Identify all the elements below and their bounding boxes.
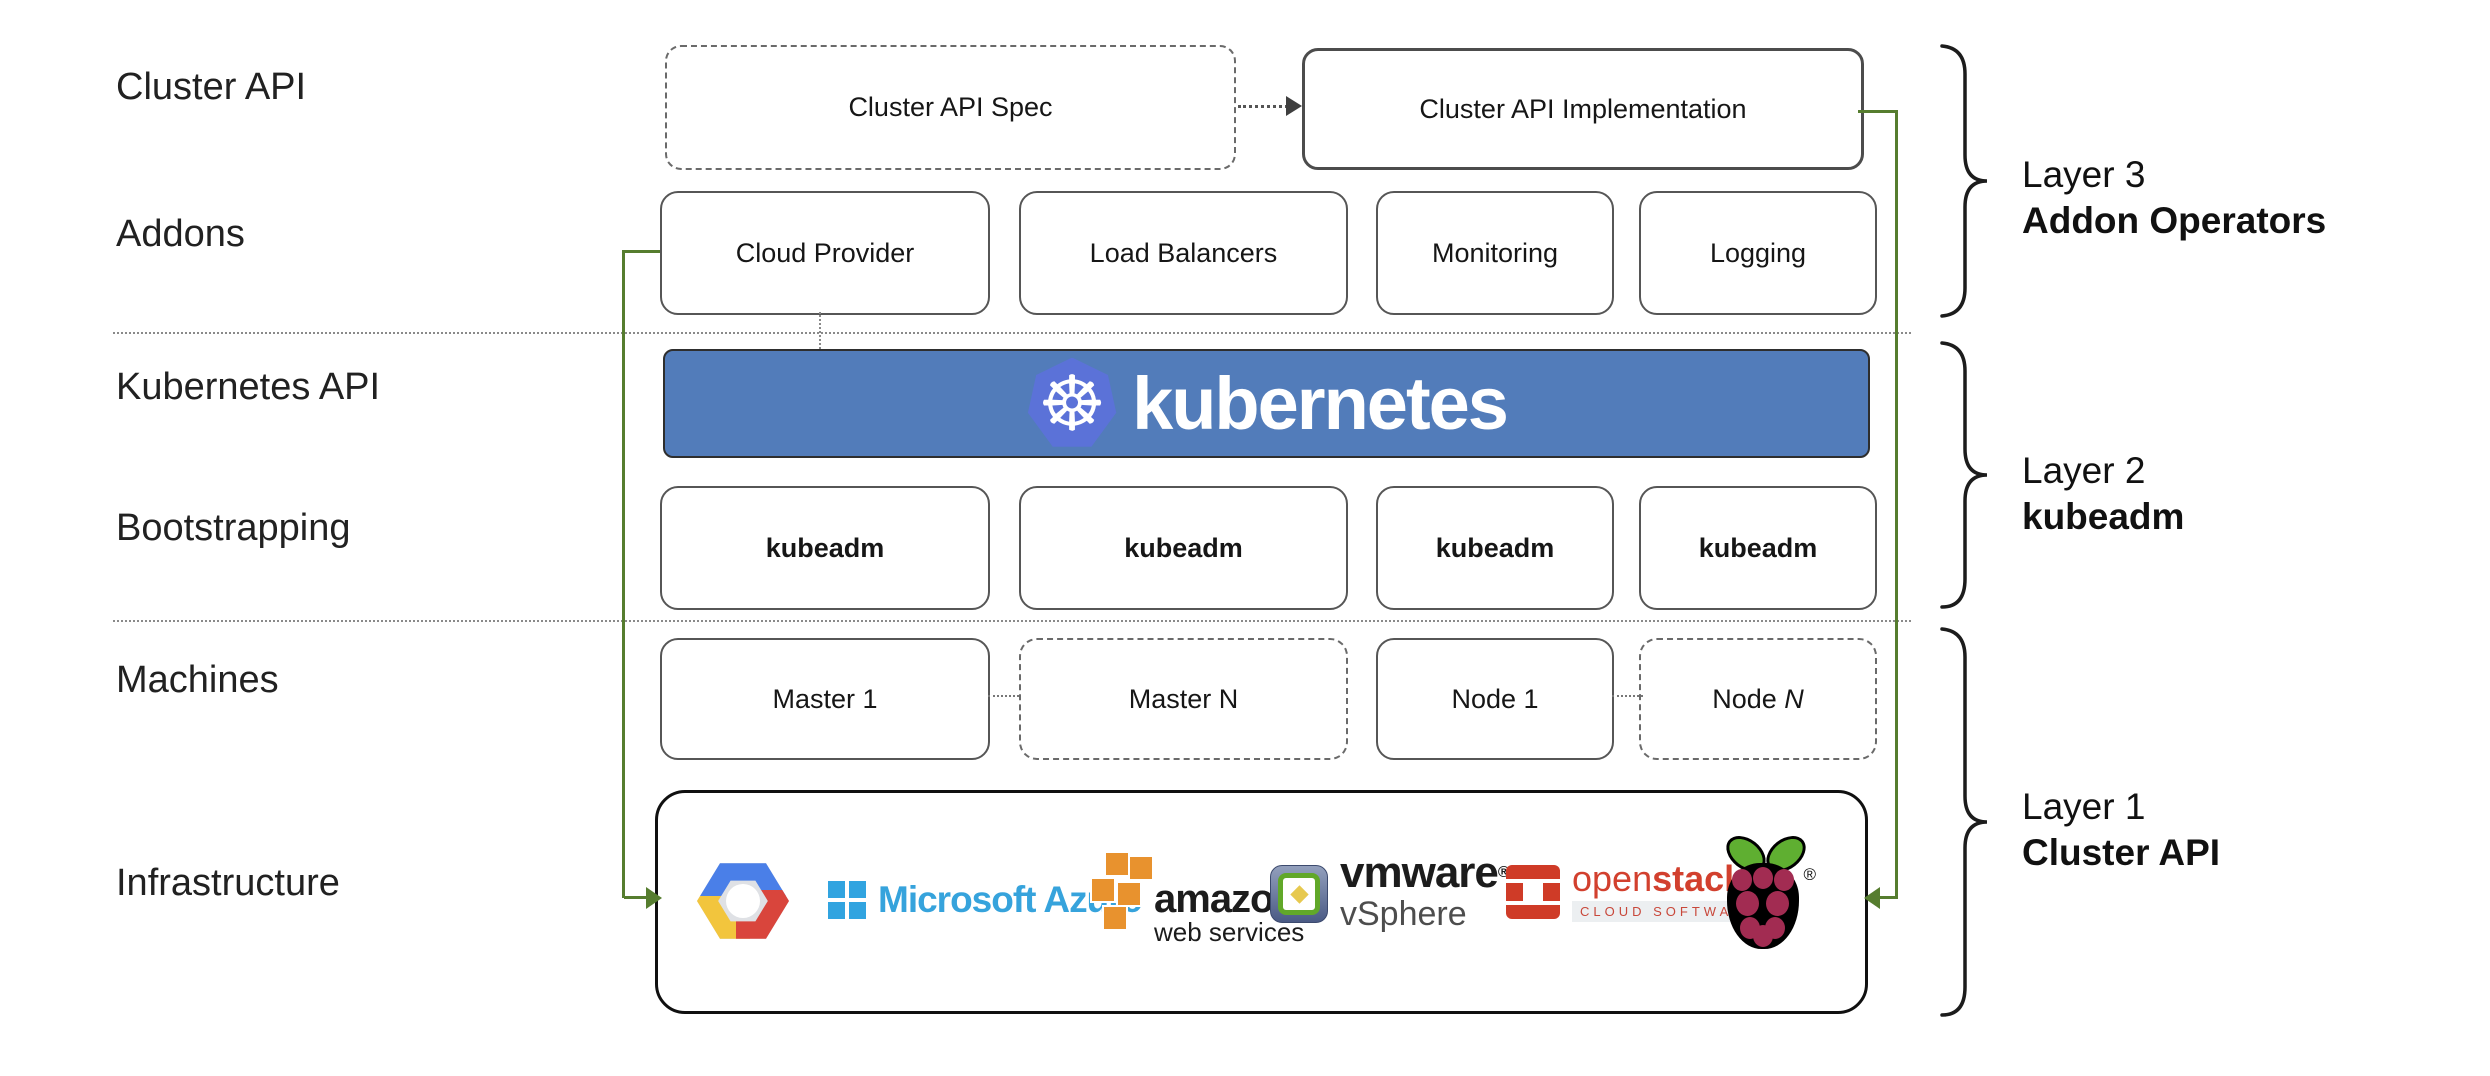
green-connector-left-vertical (622, 250, 625, 898)
cluster-api-spec-box: Cluster API Spec (665, 45, 1236, 170)
green-connector-right-horizontal (1878, 896, 1898, 899)
amazon-web-services-logo: amazon web services (1088, 851, 1304, 949)
layer1-line1: Layer 1 (2022, 786, 2146, 827)
google-cloud-icon (697, 863, 789, 939)
vsphere-icon (1270, 865, 1328, 923)
addon-box-cloud-provider: Cloud Provider (660, 191, 990, 315)
vmware-logo-text: vmware® (1340, 848, 1510, 897)
cluster-api-implementation-box: Cluster API Implementation (1302, 48, 1864, 170)
separator-line-top (113, 332, 1911, 334)
layer2-label: Layer 2 kubeadm (2022, 448, 2184, 540)
machine-box-master-n: Master N (1019, 638, 1348, 760)
row-label-cluster-api: Cluster API (116, 66, 307, 108)
node-n-label: Node (1712, 683, 1777, 714)
layer1-brace (1940, 627, 1988, 1017)
row-label-kubernetes-api: Kubernetes API (116, 366, 381, 408)
row-label-infrastructure: Infrastructure (116, 862, 340, 904)
kubernetes-banner: ☸ kubernetes (663, 349, 1870, 458)
kubernetes-logo-icon: ☸ (1027, 357, 1117, 448)
layer3-label: Layer 3 Addon Operators (2022, 152, 2326, 244)
layer3-brace (1940, 44, 1988, 318)
spec-to-impl-arrowhead-icon (1286, 96, 1302, 116)
kubernetes-wordmark: kubernetes (1132, 362, 1509, 445)
addon-box-load-balancers: Load Balancers (1019, 191, 1348, 315)
kubeadm-box-3: kubeadm (1376, 486, 1614, 610)
layer3-line1: Layer 3 (2022, 154, 2146, 195)
machine-box-node-1: Node 1 (1376, 638, 1614, 760)
infrastructure-box: Microsoft Azure amazon web services vmwa… (655, 790, 1868, 1014)
kubeadm-box-1: kubeadm (660, 486, 990, 610)
green-arrowhead-left-icon (1864, 887, 1880, 909)
layer2-brace (1940, 341, 1988, 609)
kubeadm-box-2: kubeadm (1019, 486, 1348, 610)
openstack-logo: openstack™ CLOUD SOFTWARE (1506, 859, 1767, 922)
row-label-addons: Addons (116, 213, 245, 255)
layer2-line1: Layer 2 (2022, 450, 2146, 491)
layer3-line2: Addon Operators (2022, 200, 2327, 241)
green-connector-left-horizontal (624, 896, 648, 899)
openstack-sub-text: CLOUD SOFTWARE (1572, 901, 1767, 922)
machine-box-master-1: Master 1 (660, 638, 990, 760)
separator-line-bottom (113, 620, 1911, 622)
master-link-dots (988, 695, 1019, 697)
green-connector-right-vertical (1895, 110, 1898, 898)
layer1-label: Layer 1 Cluster API (2022, 784, 2220, 876)
vsphere-sub-text: vSphere (1340, 895, 1467, 933)
raspberry-berry-icon (1727, 863, 1799, 949)
raspberry-registered-mark: ® (1803, 865, 1816, 884)
aws-sub-text: web services (1154, 917, 1305, 947)
cloud-provider-to-kubernetes-connector (819, 312, 821, 349)
raspberry-pi-logo: ® (1719, 828, 1816, 957)
addon-box-monitoring: Monitoring (1376, 191, 1614, 315)
kubeadm-box-4: kubeadm (1639, 486, 1877, 610)
green-connector-implementation (1858, 110, 1898, 113)
layer1-line2: Cluster API (2022, 832, 2221, 873)
microsoft-windows-icon (828, 881, 866, 919)
green-arrowhead-right-icon (646, 887, 662, 909)
layer2-line2: kubeadm (2022, 496, 2185, 537)
row-label-bootstrapping: Bootstrapping (116, 507, 351, 549)
node-link-dots (1612, 695, 1643, 697)
vmware-vsphere-logo: vmware® vSphere (1270, 848, 1510, 933)
spec-to-impl-arrow-line (1238, 105, 1288, 108)
aws-cubes-icon (1088, 851, 1154, 949)
openstack-icon (1506, 865, 1560, 919)
vmware-registered-mark: ® (1497, 864, 1510, 881)
addon-box-logging: Logging (1639, 191, 1877, 315)
gcp-center-dot (725, 883, 761, 919)
row-label-machines: Machines (116, 659, 279, 701)
node-n-italic: N (1784, 683, 1804, 714)
green-connector-cloud-provider (624, 250, 660, 253)
machine-box-node-n: Node N (1639, 638, 1877, 760)
kubernetes-wheel-icon: ☸ (1038, 358, 1107, 448)
